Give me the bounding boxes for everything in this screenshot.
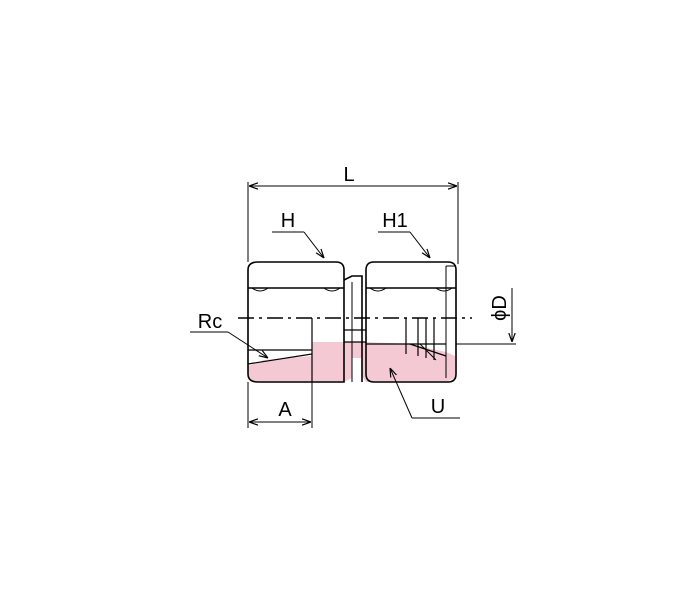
- leader-U: U: [390, 368, 460, 419]
- leader-Rc: Rc: [190, 311, 268, 358]
- right-hex-nut: [365, 261, 457, 383]
- label-phiD: ϕD: [489, 295, 511, 321]
- label-H1: H1: [382, 210, 408, 232]
- leader-H: H: [272, 210, 324, 258]
- label-A: A: [278, 399, 292, 421]
- dimension-A: A: [247, 356, 313, 428]
- dimension-L: L: [247, 164, 459, 264]
- label-H: H: [281, 210, 295, 232]
- leader-H1: H1: [378, 210, 430, 258]
- label-Rc: Rc: [198, 311, 222, 333]
- label-U: U: [431, 396, 445, 418]
- dimension-phiD: ϕD: [456, 288, 516, 345]
- label-L: L: [343, 164, 354, 186]
- center-body: [343, 275, 366, 382]
